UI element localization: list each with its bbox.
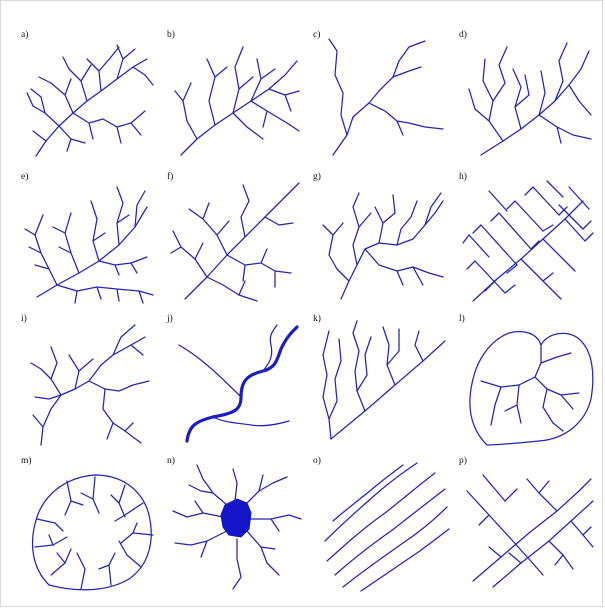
- panel-p: p): [459, 457, 597, 597]
- panel-a: a): [21, 31, 159, 171]
- drainage-pattern-graphic: [313, 173, 451, 313]
- panel-j: j): [167, 315, 305, 455]
- drainage-pattern-graphic: [167, 315, 305, 455]
- drainage-pattern-graphic: [313, 315, 451, 455]
- panel-c: c): [313, 31, 451, 171]
- panel-n: n): [167, 457, 305, 597]
- drainage-pattern-graphic: [313, 31, 451, 171]
- panel-m: m): [21, 457, 159, 597]
- panel-i: i): [21, 315, 159, 455]
- drainage-pattern-graphic: [459, 315, 597, 455]
- drainage-pattern-graphic: [167, 173, 305, 313]
- drainage-patterns-figure: a) b) c) d): [21, 21, 593, 591]
- drainage-pattern-graphic: [459, 173, 597, 313]
- panel-h: h): [459, 173, 597, 313]
- panel-g: g): [313, 173, 451, 313]
- panel-d: d): [459, 31, 597, 171]
- panel-b: b): [167, 31, 305, 171]
- drainage-pattern-graphic: [21, 315, 159, 455]
- drainage-pattern-graphic: [21, 173, 159, 313]
- drainage-pattern-graphic: [167, 457, 305, 597]
- drainage-pattern-graphic: [167, 31, 305, 171]
- panel-l: l): [459, 315, 597, 455]
- panel-k: k): [313, 315, 451, 455]
- drainage-pattern-graphic: [21, 457, 159, 597]
- panel-e: e): [21, 173, 159, 313]
- drainage-pattern-graphic: [21, 31, 159, 171]
- drainage-pattern-graphic: [459, 457, 597, 597]
- panel-o: o): [313, 457, 451, 597]
- drainage-pattern-graphic: [459, 31, 597, 171]
- panel-f: f): [167, 173, 305, 313]
- drainage-pattern-graphic: [313, 457, 451, 597]
